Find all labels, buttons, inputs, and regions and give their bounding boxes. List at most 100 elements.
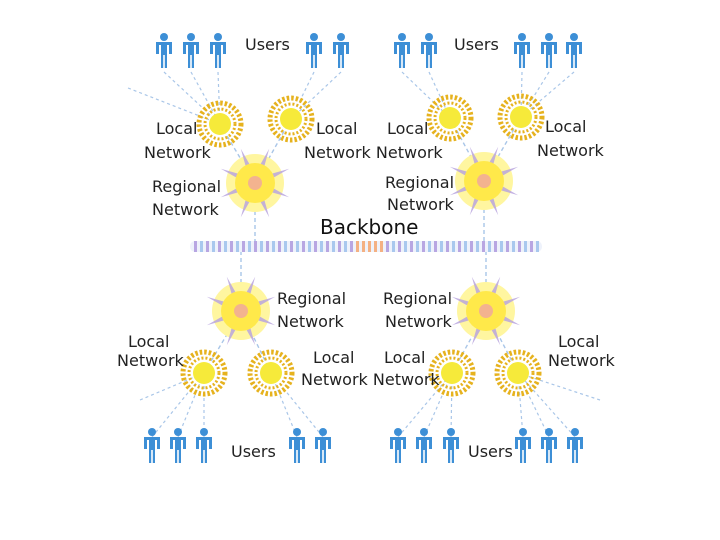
users-label-top-left: Users [245, 35, 290, 54]
user-groups [144, 33, 583, 463]
local-network-label-bottom-2-line1: Local [313, 348, 354, 367]
user-head [545, 428, 553, 436]
user-icon [443, 428, 459, 463]
user-body [541, 42, 557, 68]
user-body [416, 437, 432, 463]
regional-network-label-top-left-line2: Network [152, 200, 220, 219]
backbone-segment [266, 241, 269, 252]
regional-center [234, 304, 248, 318]
local-ring-inner [433, 101, 467, 135]
backbone-segment [320, 241, 323, 252]
user-head [293, 428, 301, 436]
backbone-segment [230, 241, 233, 252]
regional-center [248, 176, 262, 190]
user-head [200, 428, 208, 436]
backbone-segment [506, 241, 509, 252]
user-body [183, 42, 199, 68]
backbone-segment [518, 241, 521, 252]
backbone-segment [302, 241, 305, 252]
user-body [566, 42, 582, 68]
user-icon [567, 428, 583, 463]
user-head [214, 33, 222, 41]
users-label-bottom-right: Users [468, 442, 513, 461]
user-icon [541, 428, 557, 463]
user-head [174, 428, 182, 436]
backbone-segment [386, 241, 389, 252]
user-body [210, 42, 226, 68]
local-network-label-bottom-4-line1: Local [558, 332, 599, 351]
user-icon [421, 33, 437, 68]
backbone-segment [314, 241, 317, 252]
backbone-segment [494, 241, 497, 252]
regional-network-label-top-right-line2: Network [387, 195, 455, 214]
user-icon [289, 428, 305, 463]
local-ring-outer [497, 93, 545, 141]
backbone-segment [524, 241, 527, 252]
user-body [196, 437, 212, 463]
link-user-local [401, 71, 451, 119]
regional-center [477, 174, 491, 188]
backbone-segment [290, 241, 293, 252]
user-head [420, 428, 428, 436]
user-head [571, 428, 579, 436]
backbone-segment [392, 241, 395, 252]
user-body [421, 42, 437, 68]
link-local-regional [254, 118, 292, 184]
backbone-segment [248, 241, 251, 252]
backbone-segment [452, 241, 455, 252]
local-core [510, 106, 532, 128]
local-ring-inner [501, 356, 535, 390]
local-ring-inner [274, 102, 308, 136]
local-network-label-top-1-line1: Local [156, 119, 197, 138]
user-body [156, 42, 172, 68]
user-icon [170, 428, 186, 463]
user-body [170, 437, 186, 463]
backbone-segment [236, 241, 239, 252]
user-icon [315, 428, 331, 463]
local-ring-outer [196, 100, 244, 148]
backbone-segment [380, 241, 383, 252]
regional-network-label-bottom-left-line2: Network [277, 312, 345, 331]
local-ring-outer [180, 349, 228, 397]
local-core [260, 362, 282, 384]
backbone-segment [428, 241, 431, 252]
local-ring-outer [428, 349, 476, 397]
user-icon [156, 33, 172, 68]
backbone-segment [410, 241, 413, 252]
backbone-segment [272, 241, 275, 252]
backbone-segment [488, 241, 491, 252]
backbone-segment [458, 241, 461, 252]
local-node [180, 349, 228, 397]
local-node [196, 100, 244, 148]
user-head [545, 33, 553, 41]
backbone-segment [398, 241, 401, 252]
regional-network-label-top-left-line1: Regional [152, 177, 221, 196]
user-head [148, 428, 156, 436]
user-icon [515, 428, 531, 463]
user-head [394, 428, 402, 436]
diagram-labels: Users Users Local Network Local Local Ne… [117, 35, 616, 461]
local-node [267, 95, 315, 143]
user-icon [306, 33, 322, 68]
local-network-nodes [180, 93, 545, 397]
link-user-local [450, 372, 453, 438]
user-head [447, 428, 455, 436]
local-ring-inner [187, 356, 221, 390]
backbone-segment [404, 241, 407, 252]
backbone-segment [470, 241, 473, 252]
backbone-segment [530, 241, 533, 252]
local-network-label-top-2-line1: Local [316, 119, 357, 138]
users-label-bottom-left: Users [231, 442, 276, 461]
link-user-local [163, 71, 221, 125]
local-ring-inner [435, 356, 469, 390]
link-user-local [517, 372, 524, 438]
user-icon [514, 33, 530, 68]
link-user-local [517, 372, 601, 401]
backbone-segment [242, 241, 245, 252]
user-head [160, 33, 168, 41]
backbone-label: Backbone [320, 215, 418, 239]
regional-network-label-top-right-line1: Regional [385, 173, 454, 192]
user-body [394, 42, 410, 68]
local-node [247, 349, 295, 397]
